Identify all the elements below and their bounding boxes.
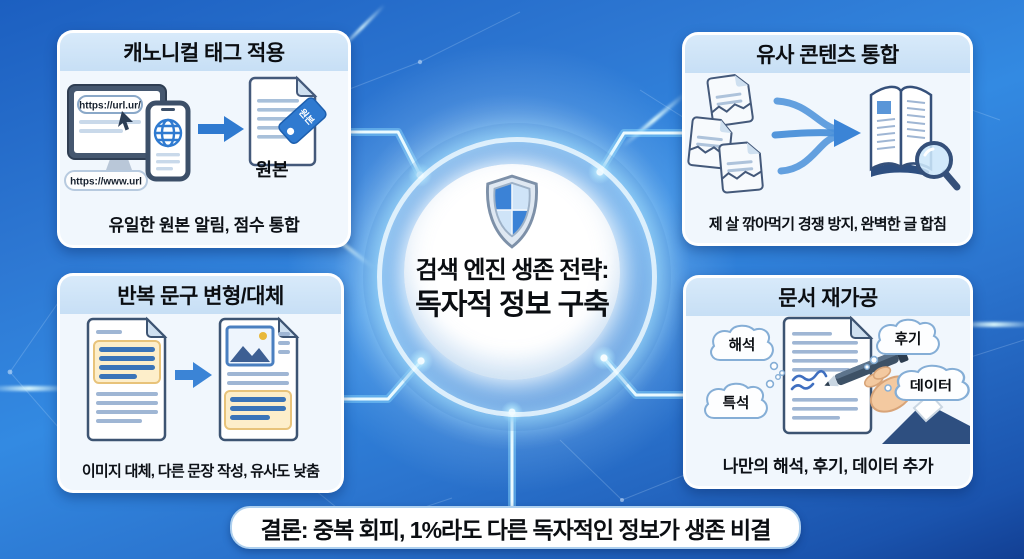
center-title-line2: 독자적 정보 구축 [415,288,610,321]
arrow-right-icon [175,362,212,388]
doc-label: 원본 [255,160,288,180]
torn-documents-icon [687,74,764,194]
merge-arrow-icon [771,97,839,175]
card-rework-illustration: 해석 후기 특석 데이터 [704,316,970,444]
card-canonical-title: 캐노니컬 태그 적용 [60,33,348,71]
url-top-text: https://url.ur/ [79,101,141,112]
bubble-trail-dot [884,384,892,392]
shield-icon [486,174,538,249]
magnifier-icon [915,141,961,191]
url-bottom-text: https://www.url [70,177,142,188]
bubble-4-text: 데이터 [910,378,952,394]
card-rewrite-illustration [86,316,300,442]
open-book-icon [869,85,961,191]
center-circle-ring [377,137,657,417]
card-merge-illustration [687,74,961,194]
card-merge-content: 유사 콘텐츠 통합 [682,32,973,246]
highlight-block-icon [224,390,292,430]
card-merge-title: 유사 콘텐츠 통합 [685,35,970,73]
card-merge-caption: 제 살 깎아먹기 경쟁 방지, 완벽한 글 합침 [708,216,947,233]
price-tag-icon: 원본 [278,97,327,145]
conclusion-text: 결론: 중복 회피, 1%라도 다른 독자적인 정보가 생존 비결 [260,516,772,543]
bubble-3-text: 특석 [723,394,750,412]
globe-icon [153,118,183,148]
center-circle: 검색 엔진 생존 전략: 독자적 정보 구축 [404,164,620,380]
thought-bubble-icon: 특석 [704,374,781,419]
document-icon [782,316,874,435]
image-placeholder-icon [225,325,275,367]
card-rewrite-phrases: 반복 문구 변형/대체 [57,273,344,493]
highlight-block-icon [93,340,161,384]
center-title: 검색 엔진 생존 전략: 독자적 정보 구축 [415,256,610,324]
thought-bubble-icon: 후기 [863,318,940,371]
url-pill: https://www.url [64,170,148,191]
thought-bubble-icon: 해석 [710,324,785,377]
card-canonical-tag: 캐노니컬 태그 적용 https://url.ur/ https://www.u… [57,30,351,248]
conclusion-banner: 결론: 중복 회피, 1%라도 다른 독자적인 정보가 생존 비결 [230,506,801,549]
light-streak [0,386,70,391]
document-icon [86,316,168,442]
card-doc-rework: 문서 재가공 [683,275,973,489]
handwriting-scribble [790,369,828,391]
bubble-1-text: 해석 [729,336,756,354]
card-rewrite-title: 반복 문구 변형/대체 [60,276,341,314]
card-canonical-illustration: https://url.ur/ https://www.url [64,75,327,191]
document-icon [218,316,300,442]
card-rework-title: 문서 재가공 [686,278,970,316]
card-canonical-caption: 유일한 원본 알림, 점수 통합 [108,216,300,235]
light-streak [952,322,1024,327]
arrow-right-icon [198,116,244,142]
card-rework-caption: 나만의 해석, 후기, 데이터 추가 [722,457,934,476]
cursor-icon [118,111,133,131]
thought-bubble-icon: 데이터 [894,364,970,402]
monitor-icon: https://url.ur/ [67,84,167,176]
card-rewrite-caption: 이미지 대체, 다른 문장 작성, 유사도 낮춤 [81,463,320,480]
bubble-2-text: 후기 [895,331,922,348]
center-title-line1: 검색 엔진 생존 전략: [415,257,610,284]
document-icon: 원본 원본 [248,75,327,180]
smartphone-icon [145,100,191,182]
